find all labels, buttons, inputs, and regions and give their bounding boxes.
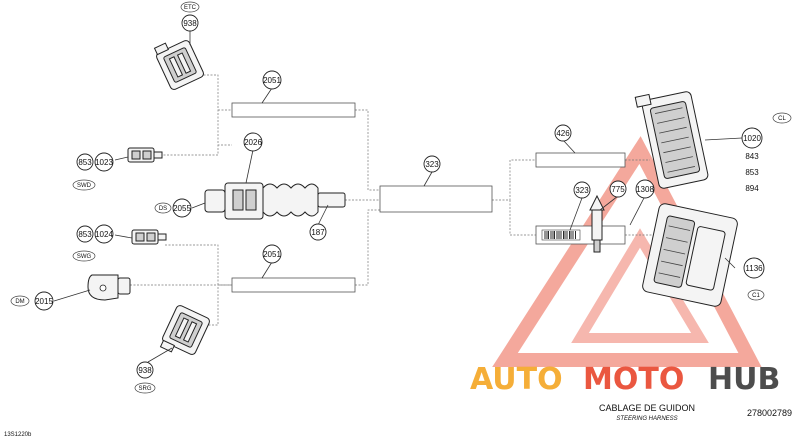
- svg-text:ETC: ETC: [184, 5, 197, 11]
- svg-text:938: 938: [183, 19, 197, 28]
- callout-dm-tag: DM: [10, 295, 30, 307]
- etc-connector: [153, 40, 204, 90]
- callout-dm-part: 2015: [34, 291, 54, 311]
- callout-cl-tag: CL: [772, 112, 792, 124]
- callout-main-harness: 323: [423, 155, 441, 173]
- callout-srg-tag: SRG: [134, 382, 156, 394]
- svg-text:C1: C1: [752, 293, 760, 299]
- callout-ds-tag: DS: [154, 202, 172, 214]
- callout-switch: 2026: [243, 132, 263, 152]
- callout-sub-harness: 323: [573, 181, 591, 199]
- watermark-text: AUTO MOTO HUB: [470, 362, 780, 397]
- callout-swg-b: 1024: [94, 224, 114, 244]
- leader-lines: [53, 30, 743, 363]
- callout-cl-sub2: 853: [745, 168, 759, 177]
- callout-tie: 775: [609, 180, 627, 198]
- svg-text:843: 843: [745, 152, 759, 161]
- callout-swd-b: 1023: [94, 152, 114, 172]
- callout-etc-tag: ETC: [180, 1, 200, 13]
- svg-text:2051: 2051: [263, 250, 281, 259]
- svg-text:2026: 2026: [244, 138, 262, 147]
- svg-text:HUB: HUB: [708, 362, 780, 397]
- svg-text:426: 426: [556, 129, 570, 138]
- svg-text:SWG: SWG: [77, 254, 92, 260]
- callout-swg-a: 853: [76, 225, 94, 243]
- svg-text:1020: 1020: [743, 134, 761, 143]
- svg-text:187: 187: [311, 228, 325, 237]
- svg-text:938: 938: [138, 366, 152, 375]
- svg-text:323: 323: [425, 160, 439, 169]
- callout-etc-part: 938: [181, 14, 199, 32]
- svg-text:1024: 1024: [95, 230, 113, 239]
- svg-text:775: 775: [611, 185, 625, 194]
- callout-tie-b: 1308: [635, 179, 655, 199]
- callout-ds-part: 2055: [172, 198, 192, 218]
- barcode-label: [541, 229, 581, 241]
- svg-text:1136: 1136: [745, 264, 763, 273]
- callout-clamp: 187: [309, 223, 327, 241]
- svg-text:CL: CL: [778, 116, 786, 122]
- dm-sensor: [87, 274, 131, 301]
- main-harness-body: [379, 185, 493, 213]
- callout-swd-a: 853: [76, 153, 94, 171]
- svg-text:DS: DS: [159, 206, 167, 212]
- callout-srg-part: 938: [136, 361, 154, 379]
- callout-c1-tag: C1: [747, 289, 765, 301]
- srg-connector: [159, 305, 210, 355]
- callout-cl-part: 1020: [741, 127, 763, 149]
- part-number: 278002789: [747, 408, 792, 418]
- svg-text:323: 323: [575, 186, 589, 195]
- harness-segment-top: [231, 102, 356, 118]
- harness-segment-bottom: [231, 277, 356, 293]
- c1-connector: [642, 203, 738, 307]
- swd-connector: [127, 147, 163, 163]
- svg-text:MOTO: MOTO: [583, 362, 684, 397]
- svg-text:2055: 2055: [173, 204, 191, 213]
- wire-lines: [130, 74, 655, 326]
- svg-text:1023: 1023: [95, 158, 113, 167]
- svg-text:SWD: SWD: [77, 183, 92, 189]
- callout-cl-sub3: 894: [745, 184, 759, 193]
- diagram-title: CABLAGE DE GUIDON: [599, 403, 695, 413]
- callout-label: 426: [554, 124, 572, 142]
- svg-text:SRG: SRG: [138, 386, 151, 392]
- svg-text:894: 894: [745, 184, 759, 193]
- svg-text:DM: DM: [15, 299, 24, 305]
- svg-text:853: 853: [78, 230, 92, 239]
- callout-harness-top: 2051: [262, 70, 282, 90]
- callout-harness-bottom: 2051: [262, 244, 282, 264]
- switch-assembly: [204, 182, 346, 220]
- swg-connector: [131, 229, 167, 245]
- svg-text:1308: 1308: [636, 185, 654, 194]
- cl-connector: [634, 91, 709, 189]
- callout-swg-tag: SWG: [72, 250, 96, 262]
- figure-code: 13S1220b: [4, 432, 32, 438]
- callout-c1-part: 1136: [743, 257, 765, 279]
- svg-text:2015: 2015: [35, 297, 53, 306]
- svg-text:853: 853: [78, 158, 92, 167]
- callout-cl-sub1: 843: [745, 152, 759, 161]
- label-segment: [535, 152, 626, 168]
- callout-swd-tag: SWD: [72, 179, 96, 191]
- svg-text:2051: 2051: [263, 76, 281, 85]
- diagram-subtitle: STEERING HARNESS: [616, 416, 677, 422]
- tie-fastener: [589, 194, 605, 253]
- svg-text:853: 853: [745, 168, 759, 177]
- svg-text:AUTO: AUTO: [470, 362, 563, 397]
